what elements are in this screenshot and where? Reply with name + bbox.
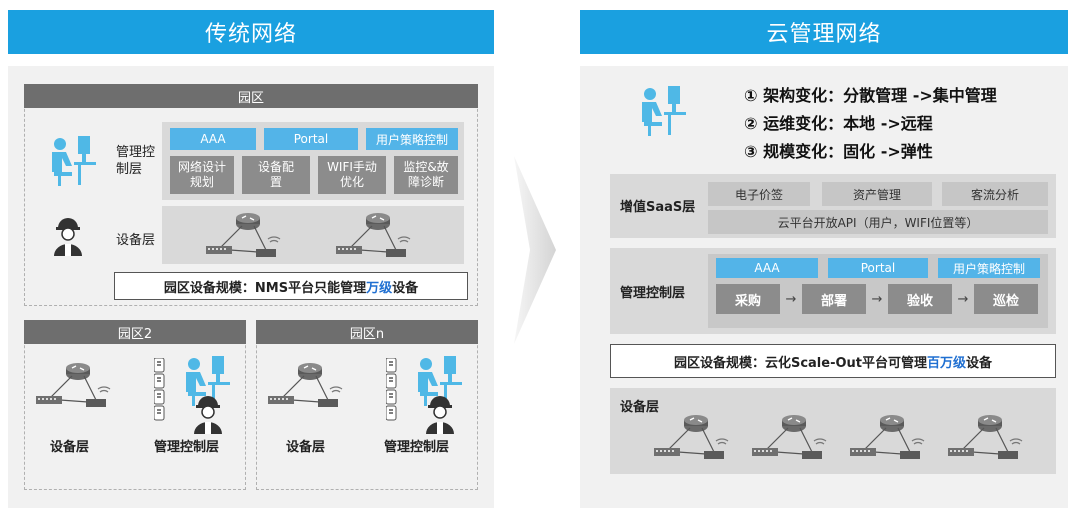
left-title: 传统网络 — [8, 10, 494, 54]
design-box: 网络设计规划 — [170, 156, 234, 194]
network-devices-icon — [654, 414, 729, 460]
right-title: 云管理网络 — [580, 10, 1068, 54]
campus2-device-label: 设备层 — [50, 440, 90, 455]
engineer-icon — [425, 395, 455, 435]
change-item-3: ③ 规模变化：固化 ->弹性 — [744, 142, 933, 161]
policy-box: 用户策略控制 — [366, 128, 458, 150]
right-mgmt-label: 管理控制层 — [620, 286, 686, 301]
right-portal-box: Portal — [828, 258, 928, 278]
right-device-label: 设备层 — [620, 400, 660, 415]
left-scale-statement: 园区设备规模：NMS平台只能管理万级设备 — [114, 272, 468, 300]
campus-header: 园区 — [24, 84, 478, 108]
engineer-icon — [53, 217, 83, 257]
network-devices-icon — [268, 362, 343, 408]
change-item-2: ② 运维变化：本地 ->远程 — [744, 114, 933, 133]
step-purchase: 采购 — [716, 284, 780, 314]
network-devices-icon — [948, 414, 1023, 460]
engineer-icon — [193, 395, 223, 435]
manager-person-icon — [642, 86, 686, 136]
device-layer-label: 设备层 — [116, 232, 156, 248]
saas-item-price-tag: 电子价签 — [708, 182, 810, 206]
manager-person-icon — [52, 136, 96, 186]
right-policy-box: 用户策略控制 — [938, 258, 1040, 278]
network-devices-icon — [850, 414, 925, 460]
campusn-device-label: 设备层 — [286, 440, 326, 455]
right-scale-statement: 园区设备规模：云化Scale-Out平台可管理百万级设备 — [610, 344, 1056, 378]
step-arrow-icon: → — [785, 291, 797, 307]
step-accept: 验收 — [888, 284, 952, 314]
monitor-box: 监控&故障诊断 — [394, 156, 458, 194]
wifi-opt-box: WIFI手动优化 — [318, 156, 386, 194]
saas-open-api: 云平台开放API（用户，WIFI位置等） — [708, 210, 1048, 234]
right-aaa-box: AAA — [716, 258, 818, 278]
portal-box: Portal — [264, 128, 358, 150]
step-inspect: 巡检 — [974, 284, 1038, 314]
campus2-mgmt-label: 管理控制层 — [154, 440, 220, 455]
step-deploy: 部署 — [802, 284, 866, 314]
saas-label: 增值SaaS层 — [620, 200, 696, 215]
aaa-box: AAA — [170, 128, 256, 150]
network-devices-icon — [752, 414, 827, 460]
campusn-header: 园区n — [256, 320, 478, 344]
servers-icon — [386, 358, 397, 421]
device-layer-box — [162, 206, 464, 264]
saas-item-traffic: 客流分析 — [942, 182, 1048, 206]
network-devices-icon — [36, 362, 111, 408]
saas-item-assets: 资产管理 — [822, 182, 932, 206]
servers-icon — [154, 358, 165, 421]
network-devices-icon — [336, 212, 411, 258]
campus2-header: 园区2 — [24, 320, 246, 344]
change-item-1: ① 架构变化：分散管理 ->集中管理 — [744, 86, 997, 105]
network-devices-icon — [206, 212, 281, 258]
step-arrow-icon: → — [871, 291, 883, 307]
mgmt-layer-label: 管理控制层 — [116, 145, 156, 177]
config-box: 设备配置 — [242, 156, 310, 194]
transition-arrow-icon — [514, 156, 556, 344]
campusn-mgmt-label: 管理控制层 — [384, 440, 450, 455]
step-arrow-icon: → — [957, 291, 969, 307]
